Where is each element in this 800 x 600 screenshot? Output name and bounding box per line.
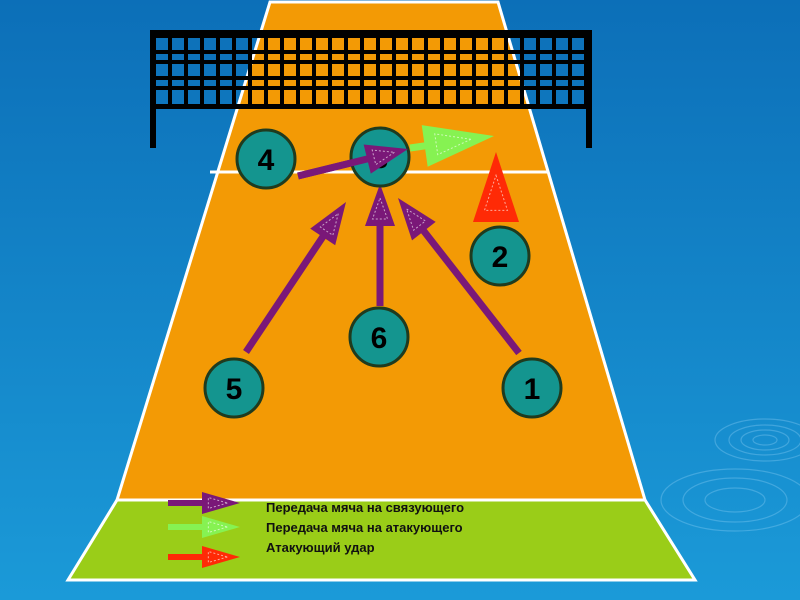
player-number: 2 [492,241,509,274]
legend: Передача мяча на связующего Передача мяч… [266,498,464,558]
legend-item-attack-pass: Передача мяча на атакующего [266,520,463,535]
legend-arrow-setter_pass [168,492,240,514]
legend-arrow-attack_hit [168,546,240,568]
players-layer: 432651 [203,126,563,419]
pass-arrow-5-to-3 [243,202,346,354]
player-5: 5 [203,357,265,419]
net [150,30,592,148]
player-4: 4 [235,128,297,190]
player-circle [348,306,410,368]
player-1: 1 [501,357,563,419]
legend-item-attack-hit: Атакующий удар [266,540,375,555]
attack-hit-arrow [473,152,519,222]
player-circle [235,128,297,190]
pass-arrow-3-to-attacker [409,125,494,167]
player-2: 2 [469,225,531,287]
legend-arrow-attack_pass [168,516,240,538]
player-6: 6 [348,306,410,368]
player-number: 1 [524,373,541,406]
legend-arrows [168,492,240,568]
pass-arrow-4-to-3-overlay [297,144,408,180]
pass-arrow-6-to-3 [365,184,395,306]
legend-item-setter-pass: Передача мяча на связующего [266,500,465,515]
pass-arrow-1-to-3 [398,198,522,356]
player-number: 6 [371,322,388,355]
player-circle [469,225,531,287]
player-number: 4 [258,144,275,177]
player-circle [203,357,265,419]
ripple-decoration [660,418,800,532]
player-circle [501,357,563,419]
player-number: 5 [226,373,243,406]
